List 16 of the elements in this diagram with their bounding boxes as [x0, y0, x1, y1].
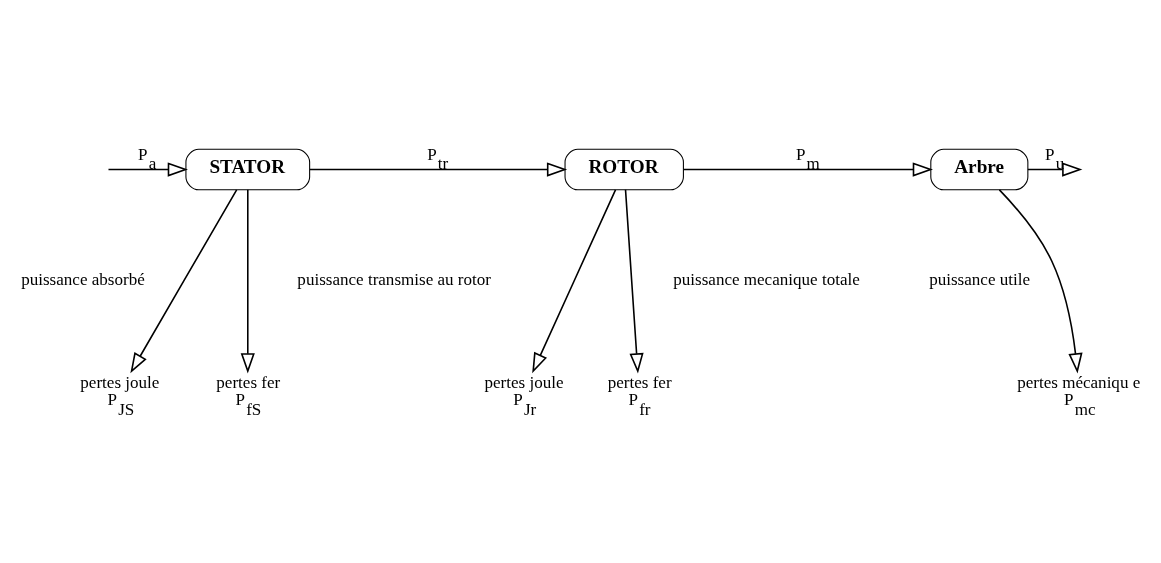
- label: puissance utile: [929, 269, 1031, 289]
- arrow: [682, 162, 933, 177]
- arrow: [1027, 162, 1083, 177]
- label: puissance transmise au rotor: [297, 269, 491, 289]
- arrow: [107, 162, 188, 177]
- label: puissance mecanique totale: [673, 269, 860, 289]
- arrow: [624, 189, 644, 374]
- arrow: [130, 189, 238, 374]
- node-box: Arbre: [930, 148, 1029, 191]
- arrow: [998, 189, 1083, 374]
- arrow: [240, 189, 255, 374]
- node-box: ROTOR: [564, 148, 684, 191]
- node-box: STATOR: [185, 148, 311, 191]
- arrow: [309, 162, 568, 177]
- arrow: [532, 189, 617, 374]
- label: puissance absorbé: [21, 269, 145, 289]
